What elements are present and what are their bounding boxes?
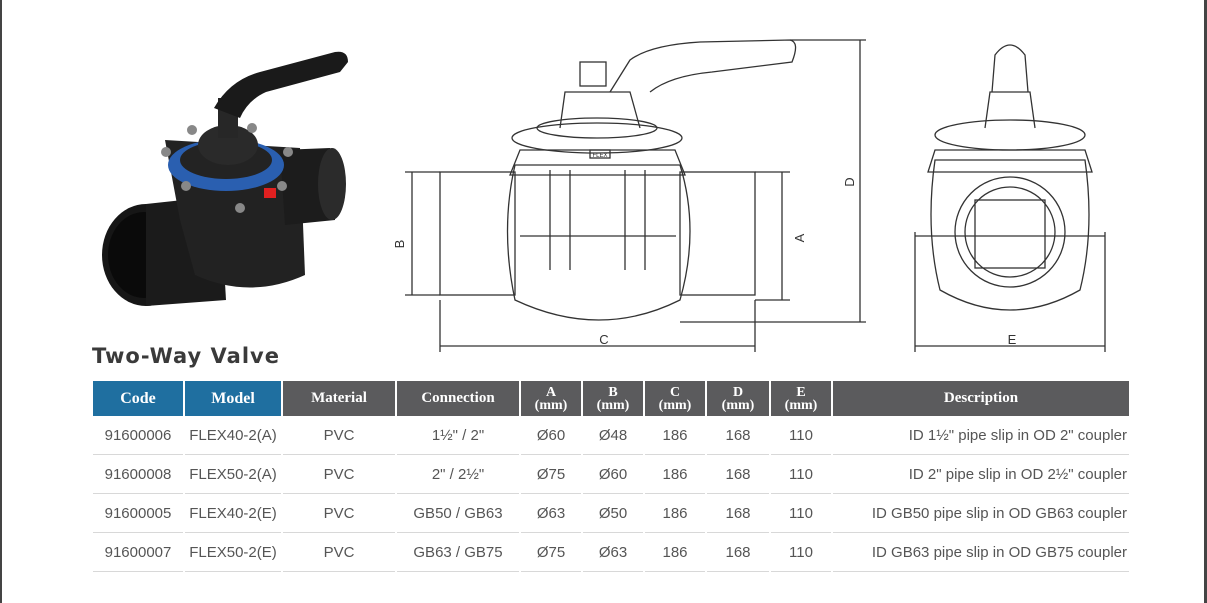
cell-material: PVC: [283, 455, 395, 494]
cell-c: 186: [645, 455, 705, 494]
cell-model: FLEX40-2(E): [185, 494, 281, 533]
frame-border-right: [1204, 0, 1207, 603]
cell-d: 168: [707, 533, 769, 572]
valve-product-photo: [102, 51, 348, 306]
header-e-label: E: [796, 384, 806, 400]
cell-c: 186: [645, 533, 705, 572]
cell-e: 110: [771, 494, 831, 533]
cell-code: 91600008: [93, 455, 183, 494]
cell-description: ID 2" pipe slip in OD 2½" coupler: [833, 455, 1129, 494]
header-b-label: B: [608, 384, 618, 400]
cell-material: PVC: [283, 494, 395, 533]
cell-d: 168: [707, 416, 769, 455]
side-view-drawing: [914, 44, 1106, 352]
cell-code: 91600005: [93, 494, 183, 533]
cell-b: Ø50: [583, 494, 643, 533]
header-c-unit: (mm): [658, 397, 692, 413]
cell-e: 110: [771, 533, 831, 572]
header-model-label: Model: [211, 390, 255, 407]
cell-a: Ø75: [521, 533, 581, 572]
cell-d: 168: [707, 494, 769, 533]
cell-c: 186: [645, 416, 705, 455]
body-stamp: FLEX: [592, 153, 607, 159]
header-e-unit: (mm): [784, 397, 818, 413]
cell-connection: 1½" / 2": [397, 416, 519, 455]
header-c-label: C: [669, 384, 681, 400]
header-material-label: Material: [311, 390, 367, 406]
product-illustrations: B A C D FLEX E: [102, 39, 1106, 352]
product-title: Two-Way Valve: [92, 344, 280, 368]
header-d: D(mm): [707, 381, 769, 416]
table-row: 91600006 FLEX40-2(A) PVC 1½" / 2" Ø60 Ø4…: [93, 416, 1129, 455]
cell-code: 91600006: [93, 416, 183, 455]
header-d-label: D: [732, 384, 744, 400]
frame-border-left: [0, 0, 2, 603]
header-connection: Connection: [397, 381, 519, 416]
dimension-label-d: D: [842, 177, 857, 186]
cell-description: ID GB50 pipe slip in OD GB63 coupler: [833, 494, 1129, 533]
cell-b: Ø60: [583, 455, 643, 494]
cell-connection: GB50 / GB63: [397, 494, 519, 533]
table-row: 91600008 FLEX50-2(A) PVC 2" / 2½" Ø75 Ø6…: [93, 455, 1129, 494]
dimension-label-c: C: [599, 332, 608, 347]
table-row: 91600005 FLEX40-2(E) PVC GB50 / GB63 Ø63…: [93, 494, 1129, 533]
header-b-unit: (mm): [596, 397, 630, 413]
cell-e: 110: [771, 455, 831, 494]
header-description-label: Description: [943, 390, 1019, 406]
header-a: A(mm): [521, 381, 581, 416]
header-connection-label: Connection: [421, 390, 495, 406]
cell-connection: GB63 / GB75: [397, 533, 519, 572]
header-d-unit: (mm): [721, 397, 755, 413]
cell-description: ID GB63 pipe slip in OD GB75 coupler: [833, 533, 1129, 572]
cell-description: ID 1½" pipe slip in OD 2" coupler: [833, 416, 1129, 455]
table-row: 91600007 FLEX50-2(E) PVC GB63 / GB75 Ø75…: [93, 533, 1129, 572]
cell-material: PVC: [283, 533, 395, 572]
header-code: Code: [93, 381, 183, 416]
cell-b: Ø48: [583, 416, 643, 455]
cell-c: 186: [645, 494, 705, 533]
cell-a: Ø63: [521, 494, 581, 533]
cell-a: Ø60: [521, 416, 581, 455]
cell-e: 110: [771, 416, 831, 455]
header-e: E(mm): [771, 381, 831, 416]
header-code-label: Code: [120, 390, 156, 407]
header-material: Material: [283, 381, 395, 416]
cell-connection: 2" / 2½": [397, 455, 519, 494]
cell-code: 91600007: [93, 533, 183, 572]
header-a-label: A: [545, 384, 557, 400]
cell-a: Ø75: [521, 455, 581, 494]
cell-model: FLEX50-2(E): [185, 533, 281, 572]
header-model: Model: [185, 381, 281, 416]
spec-table: Code Model Material Connection A(mm) B(m…: [91, 381, 1131, 572]
cell-d: 168: [707, 455, 769, 494]
header-a-unit: (mm): [534, 397, 568, 413]
cell-model: FLEX50-2(A): [185, 455, 281, 494]
dimension-label-e: E: [1008, 332, 1017, 347]
cell-model: FLEX40-2(A): [185, 416, 281, 455]
dimension-label-a: A: [792, 233, 807, 242]
header-c: C(mm): [645, 381, 705, 416]
front-view-drawing: [405, 39, 866, 352]
header-description: Description: [833, 381, 1129, 416]
cell-material: PVC: [283, 416, 395, 455]
header-b: B(mm): [583, 381, 643, 416]
spec-table-header-row: Code Model Material Connection A(mm) B(m…: [93, 381, 1129, 416]
cell-b: Ø63: [583, 533, 643, 572]
dimension-label-b: B: [392, 240, 407, 249]
